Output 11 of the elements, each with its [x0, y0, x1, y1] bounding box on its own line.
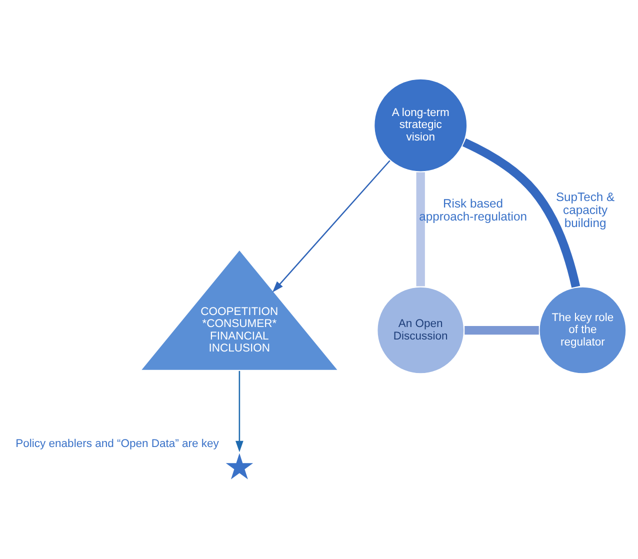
- node-label: Policy enablers and “Open Data” are key: [16, 438, 219, 450]
- node-circle: A long-term strategic vision: [372, 77, 468, 172]
- connector: [462, 138, 580, 288]
- arrow: [235, 370, 244, 452]
- node-circle: An Open Discussion: [376, 285, 466, 374]
- node-circle: The key role of the regulator: [538, 285, 628, 374]
- edge-label: SupTech & capacity building: [556, 189, 615, 230]
- edge-label: Risk based approach-regulation: [419, 196, 527, 223]
- connector: [464, 325, 539, 334]
- connector: [416, 172, 425, 286]
- arrow: [272, 160, 390, 292]
